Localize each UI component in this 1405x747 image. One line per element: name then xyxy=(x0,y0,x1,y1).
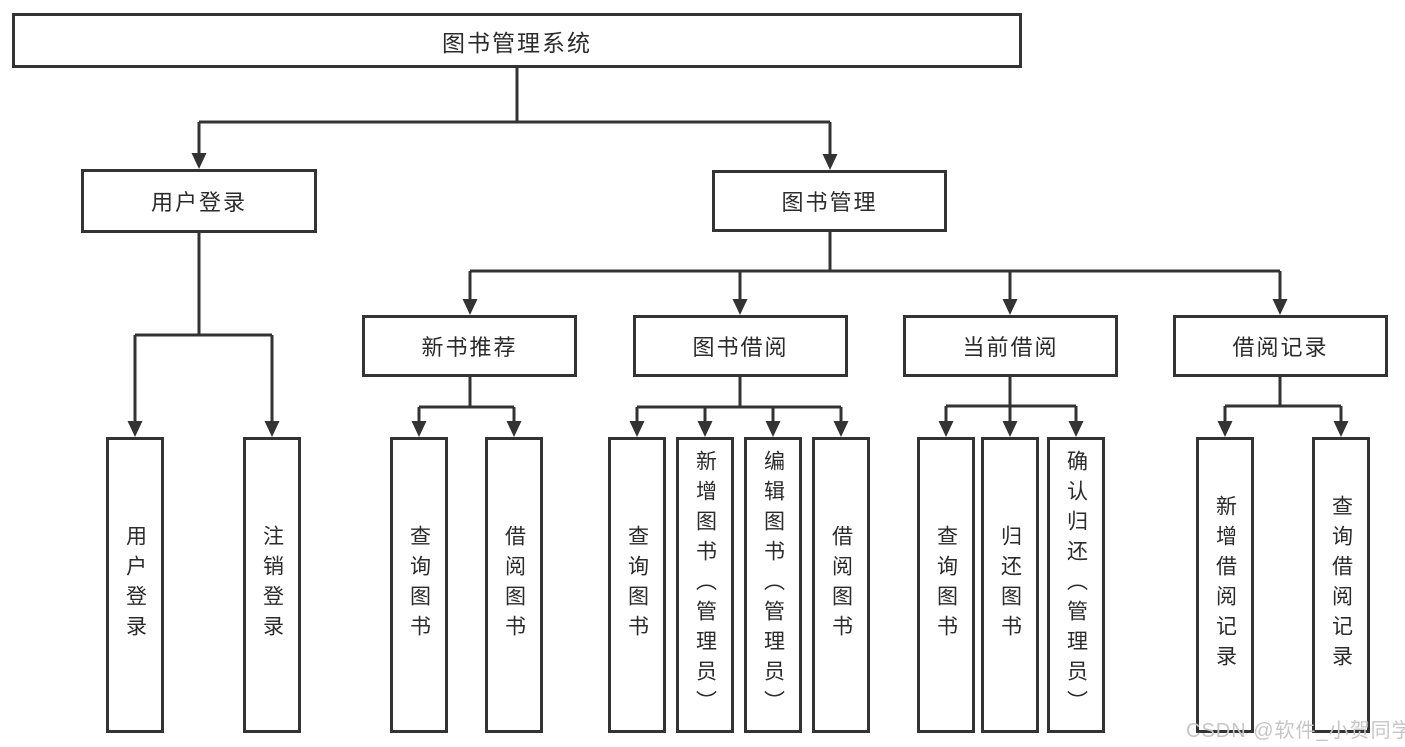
leaf-return-books-label: 归还图书 xyxy=(998,525,1022,645)
node-book-management-label: 图书管理 xyxy=(781,190,878,215)
node-book-management: 图书管理 xyxy=(712,170,947,232)
leaf-recommend-query-books-label: 查询图书 xyxy=(407,525,431,645)
leaf-recommend-query-books: 查询图书 xyxy=(390,437,448,733)
connector-user-login-to-leaves xyxy=(127,233,280,437)
leaf-user-login-label: 用户登录 xyxy=(123,525,147,645)
leaf-borrowing-query-books: 查询图书 xyxy=(608,437,666,733)
connector-current-borrowing-to-leaves xyxy=(938,377,1084,437)
node-user-login: 用户登录 xyxy=(81,169,317,233)
leaf-borrowing-query-books-label: 查询图书 xyxy=(625,525,649,645)
leaf-add-books-admin-label: 新增图书（管理员） xyxy=(693,450,717,720)
leaf-borrowing-borrow-books: 借阅图书 xyxy=(812,437,870,733)
node-library-system: 图书管理系统 xyxy=(12,13,1022,68)
leaf-add-books-admin: 新增图书（管理员） xyxy=(676,437,734,733)
leaf-recommend-borrow-books-label: 借阅图书 xyxy=(502,525,526,645)
leaf-logout-label: 注销登录 xyxy=(260,525,284,645)
leaf-confirm-return-admin: 确认归还（管理员） xyxy=(1047,437,1105,733)
node-library-system-label: 图书管理系统 xyxy=(442,29,592,56)
connector-root-to-level2 xyxy=(191,68,838,170)
leaf-current-query-books-label: 查询图书 xyxy=(934,525,958,645)
leaf-logout: 注销登录 xyxy=(243,437,301,733)
node-current-borrowing: 当前借阅 xyxy=(903,315,1118,377)
leaf-query-borrow-record: 查询借阅记录 xyxy=(1312,437,1370,733)
leaf-recommend-borrow-books: 借阅图书 xyxy=(485,437,543,733)
node-user-login-label: 用户登录 xyxy=(150,190,247,215)
node-book-borrowing-label: 图书借阅 xyxy=(692,335,789,360)
leaf-add-borrow-record: 新增借阅记录 xyxy=(1196,437,1254,733)
connector-book-management-to-level3 xyxy=(462,232,1288,315)
node-borrowing-records: 借阅记录 xyxy=(1173,315,1388,377)
leaf-current-query-books: 查询图书 xyxy=(917,437,975,733)
node-new-book-recommend: 新书推荐 xyxy=(362,315,577,377)
leaf-add-borrow-record-label: 新增借阅记录 xyxy=(1213,495,1237,675)
node-borrowing-records-label: 借阅记录 xyxy=(1232,335,1329,360)
csdn-watermark: CSDN @软件_小贺同学 xyxy=(1186,720,1405,742)
node-current-borrowing-label: 当前借阅 xyxy=(962,335,1059,360)
leaf-edit-books-admin: 编辑图书（管理员） xyxy=(744,437,802,733)
node-new-book-recommend-label: 新书推荐 xyxy=(421,335,518,360)
leaf-query-borrow-record-label: 查询借阅记录 xyxy=(1329,495,1353,675)
leaf-user-login: 用户登录 xyxy=(106,437,164,733)
connector-borrowing-records-to-leaves xyxy=(1217,377,1349,437)
leaf-confirm-return-admin-label: 确认归还（管理员） xyxy=(1064,450,1088,720)
connector-book-borrowing-to-leaves xyxy=(629,377,849,437)
leaf-return-books: 归还图书 xyxy=(981,437,1039,733)
node-book-borrowing: 图书借阅 xyxy=(633,315,848,377)
leaf-edit-books-admin-label: 编辑图书（管理员） xyxy=(761,450,785,720)
connector-new-book-recommend-to-leaves xyxy=(411,377,522,437)
leaf-borrowing-borrow-books-label: 借阅图书 xyxy=(829,525,853,645)
